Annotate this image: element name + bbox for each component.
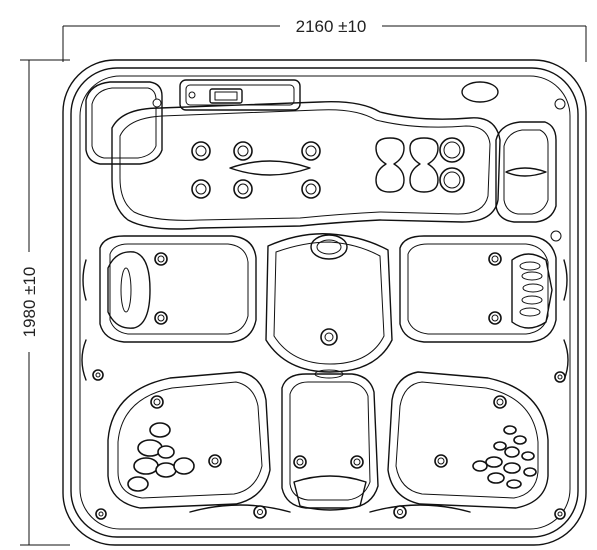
- seat-right-middle: [399, 235, 557, 343]
- lounge-foot-jets: [375, 137, 465, 193]
- bottom-left-jet-cluster: [127, 422, 195, 492]
- centre-footwell: [265, 233, 393, 379]
- lounge-jets-left: [191, 141, 321, 199]
- width-dimension: 2160 ±10: [62, 17, 587, 62]
- spa-shell-outline: [62, 59, 587, 546]
- bottom-right-jet-cluster: [472, 425, 537, 489]
- side-ledge-markers: [81, 259, 569, 383]
- top-lounge-seat: [111, 79, 501, 230]
- corner-seat-bottom-right: [387, 371, 566, 520]
- height-dimension-label: 1980 ±10: [20, 267, 39, 338]
- width-dimension-label: 2160 ±10: [296, 17, 367, 36]
- seat-left-middle: [99, 235, 257, 343]
- bottom-edge-fittings: [189, 504, 471, 519]
- corner-cup-top-left: [85, 81, 163, 165]
- corner-seat-bottom-left: [95, 371, 271, 520]
- seat-bottom-centre: [281, 373, 379, 511]
- pillow-seat-top-right: [461, 81, 566, 242]
- right-seat-back-jets: [519, 261, 544, 317]
- height-dimension: 1980 ±10: [20, 59, 70, 546]
